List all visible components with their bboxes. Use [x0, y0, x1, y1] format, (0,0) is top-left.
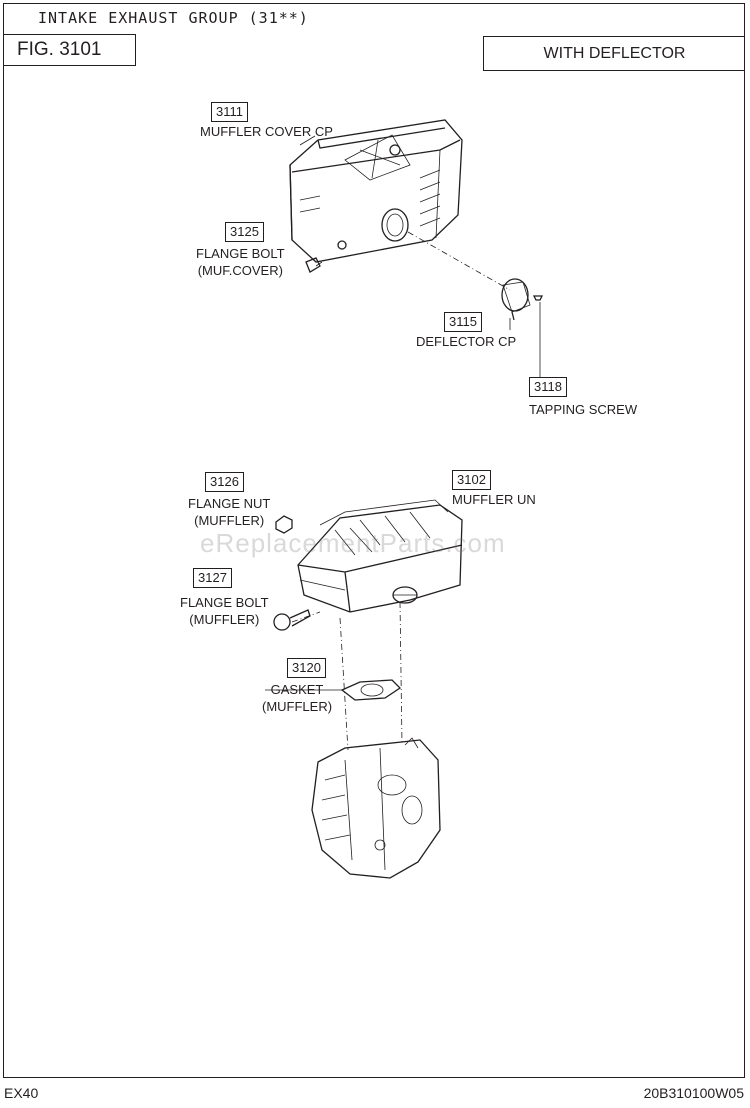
part-name-line: FLANGE BOLT	[196, 246, 285, 261]
part-name-gasket: GASKET (MUFFLER)	[262, 681, 332, 715]
part-number-3118: 3118	[529, 377, 567, 397]
part-name-line: (MUFFLER)	[194, 513, 265, 528]
part-number-3120: 3120	[287, 658, 326, 678]
part-name-muffler-un: MUFFLER UN	[452, 492, 536, 507]
part-name-line: GASKET	[270, 682, 324, 697]
part-name-tapping-screw: TAPPING SCREW	[529, 402, 638, 417]
part-name-line: FLANGE BOLT	[180, 595, 269, 610]
drawing-frame	[3, 3, 745, 1078]
watermark: eReplacementParts.com	[200, 528, 506, 558]
group-title: INTAKE EXHAUST GROUP (31**)	[38, 9, 309, 27]
deflector-illustration	[501, 278, 531, 321]
figure-label: FIG. 3101	[3, 34, 136, 66]
part-number-3125: 3125	[225, 222, 264, 242]
part-number-3111: 3111	[211, 102, 248, 122]
part-name-line: (MUFFLER)	[262, 699, 333, 714]
muffler-illustration	[297, 499, 463, 613]
part-name-flange-bolt-muffler: FLANGE BOLT (MUFFLER)	[180, 594, 269, 628]
part-number-3127: 3127	[193, 568, 232, 588]
flange-nut-illustration	[275, 515, 293, 534]
part-name-line: FLANGE NUT	[188, 496, 271, 511]
part-name-muffler-cover: MUFFLER COVER CP	[200, 124, 333, 139]
part-name-deflector: DEFLECTOR CP	[416, 334, 517, 349]
flange-bolt-muffler-illustration	[273, 609, 311, 631]
flange-bolt-muf-cover-illustration	[305, 257, 323, 273]
part-name-flange-nut: FLANGE NUT (MUFFLER)	[188, 495, 270, 529]
drawing-code: 20B310100W05	[643, 1085, 744, 1101]
part-number-3115: 3115	[444, 312, 482, 332]
gasket-illustration	[340, 679, 402, 701]
model-label: EX40	[4, 1085, 39, 1101]
variant-label: WITH DEFLECTOR	[483, 36, 745, 71]
part-name-flange-bolt-muf-cover: FLANGE BOLT (MUF.COVER)	[196, 245, 285, 279]
part-number-3126: 3126	[205, 472, 244, 492]
part-name-line: (MUF.COVER)	[197, 263, 283, 278]
engine-illustration	[311, 737, 441, 879]
part-number-3102: 3102	[452, 470, 491, 490]
part-name-line: (MUFFLER)	[189, 612, 260, 627]
muffler-cover-illustration	[289, 119, 463, 263]
tapping-screw-illustration	[532, 295, 544, 301]
